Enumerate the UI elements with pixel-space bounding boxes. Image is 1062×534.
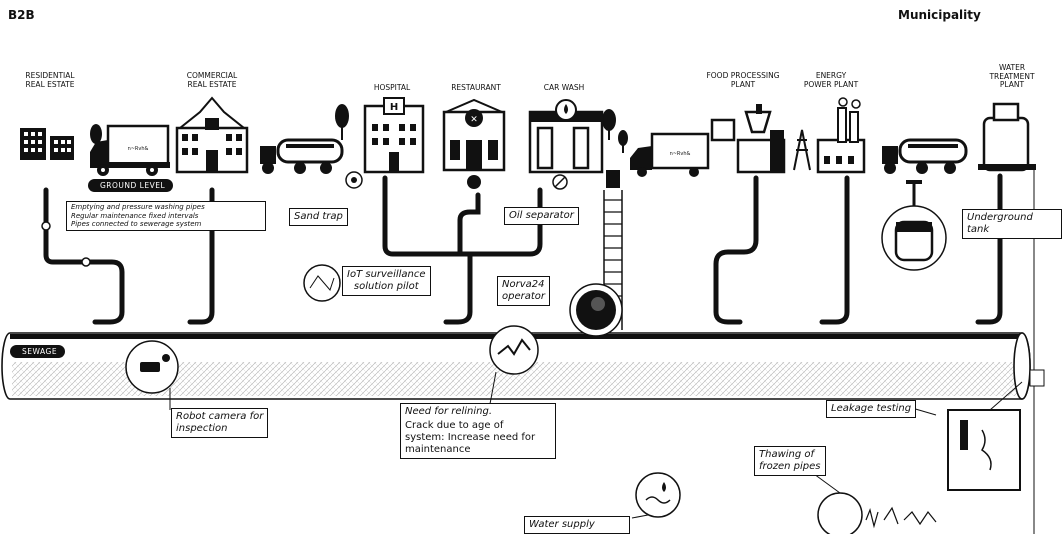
label-residential: RESIDENTIAL REAL ESTATE <box>25 71 75 89</box>
callout-leakage-testing: Leakage testing <box>826 400 917 418</box>
oil-marker <box>552 174 568 190</box>
label-commercial: COMMERCIAL REAL ESTATE <box>186 71 238 89</box>
pipe-commercial <box>187 187 215 325</box>
callout-robot-camera: Robot camera for inspection <box>171 408 269 438</box>
commercial-building-icon <box>175 96 249 174</box>
thawing-icon <box>817 492 863 534</box>
restaurant-marker <box>467 175 481 189</box>
callout-sand-trap: Sand trap <box>289 208 348 226</box>
callout-thawing: Thawing of frozen pipes <box>754 446 826 476</box>
residential-building-icon <box>20 128 74 160</box>
label-hospital: HOSPITAL <box>373 83 411 92</box>
pipe-water <box>975 173 1003 325</box>
hospital-building-icon: H <box>363 97 425 174</box>
tree-icon <box>90 104 628 154</box>
sewage-badge: SEWAGE <box>10 345 66 358</box>
callout-operator: Norva24 operator <box>497 276 551 306</box>
relining-body: Crack due to age of system: Increase nee… <box>405 420 536 455</box>
pipe-energy <box>819 175 850 325</box>
label-water-treatment: WATER TREATMENT PLANT <box>989 63 1035 89</box>
sand-trap-marker <box>345 171 363 189</box>
callout-water-supply: Water supply <box>524 516 630 534</box>
pipe-restaurant <box>457 192 481 257</box>
thawing-squiggles <box>865 506 937 529</box>
robot-camera-icon <box>125 340 179 394</box>
pipe-residential <box>43 187 125 325</box>
ground-level-badge: GROUND LEVEL <box>88 179 174 192</box>
water-treatment-tank-icon <box>978 102 1036 172</box>
callout-relining: Need for relining. Crack due to age of s… <box>400 403 556 459</box>
header-municipality: Municipality <box>898 8 981 22</box>
svg-text:n~Rvh&: n~Rvh& <box>128 146 149 152</box>
ground-notes: Emptying and pressure washing pipes Regu… <box>66 201 266 231</box>
relining-title: Need for relining. <box>405 406 493 417</box>
pipe-collector <box>443 251 473 325</box>
svg-text:n~Rvh&: n~Rvh& <box>670 151 691 157</box>
tanker-truck-icon <box>260 138 344 174</box>
van-icon: n~Rvh& <box>630 132 710 177</box>
pipe-food <box>713 175 759 325</box>
van-icon: n~Rvh& <box>90 124 170 176</box>
leakage-testing-panel <box>947 369 1045 491</box>
svg-text:H: H <box>390 102 398 113</box>
crack-icon <box>489 325 539 375</box>
header-b2b: B2B <box>8 8 35 22</box>
operator-icon <box>569 283 623 337</box>
callout-oil-separator: Oil separator <box>504 207 579 225</box>
label-car-wash: CAR WASH <box>543 83 585 92</box>
iot-sensor-icon <box>303 264 341 302</box>
energy-plant-icon <box>793 97 866 174</box>
underground-tank-icon <box>881 180 947 271</box>
water-supply-icon <box>635 472 681 518</box>
svg-text:✕: ✕ <box>470 115 478 125</box>
restaurant-building-icon: ✕ <box>442 98 506 172</box>
callout-underground-tank: Underground tank <box>962 209 1062 239</box>
ground-note: Pipes connected to sewerage system <box>71 220 202 228</box>
label-food-processing: FOOD PROCESSING PLANT <box>706 71 780 89</box>
drain-pipes <box>43 173 1003 325</box>
tanker-truck-icon <box>882 138 968 174</box>
label-energy: ENERGY POWER PLANT <box>803 71 859 89</box>
callout-iot: IoT surveillance solution pilot <box>342 266 431 296</box>
car-wash-icon <box>528 99 604 174</box>
ground-note: Regular maintenance fixed intervals <box>71 211 199 220</box>
label-restaurant: RESTAURANT <box>451 83 501 92</box>
food-processing-plant-icon <box>710 104 786 174</box>
ground-note: Emptying and pressure washing pipes <box>71 203 205 211</box>
